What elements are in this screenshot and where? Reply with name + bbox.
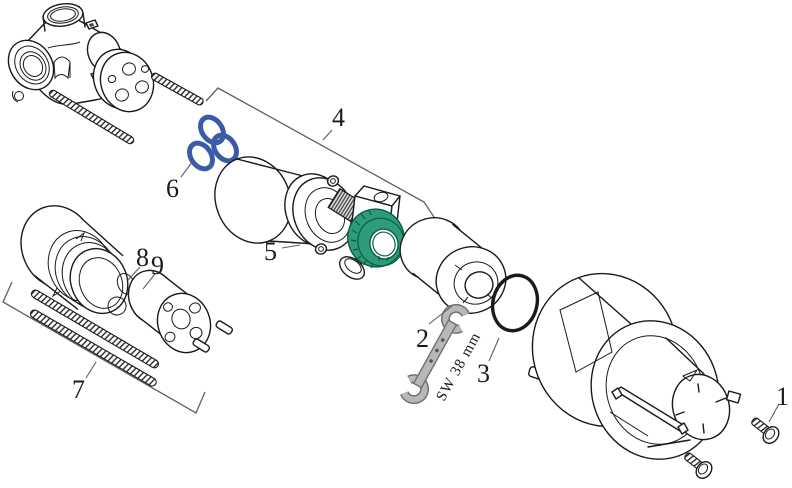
cartridge-ear (314, 243, 328, 255)
o-ring-large (490, 273, 540, 333)
valve-body (7, 3, 155, 113)
cap-screw (684, 452, 713, 479)
cap-screw (751, 417, 780, 444)
callout-8: 8 (136, 243, 149, 272)
callout-2: 2 (416, 324, 429, 353)
extension-sleeve (20, 205, 129, 315)
callout-7: 7 (72, 375, 85, 404)
threaded-rod (48, 89, 135, 145)
stop-sleeve (399, 217, 507, 314)
protective-cap (527, 272, 742, 460)
cartridge-ear (326, 175, 340, 187)
callout-3: 3 (477, 359, 490, 388)
cap-face-window (559, 291, 613, 373)
threaded-rod (150, 72, 204, 106)
cap-inner-cylinder (647, 337, 742, 448)
callout-4: 4 (332, 103, 345, 132)
threaded-rod (29, 309, 157, 387)
callout-6: 6 (166, 174, 179, 203)
cap-hex-stub (725, 390, 742, 404)
valve-top-port (42, 3, 86, 32)
block-pin (192, 338, 211, 353)
wrench-icon (400, 303, 470, 405)
cartridge (214, 156, 401, 255)
callout-1: 1 (776, 382, 789, 411)
cap-bar (609, 386, 689, 437)
bracket-4 (205, 87, 435, 218)
valve-left-port (7, 39, 55, 103)
o-ring-small-lower (107, 296, 127, 316)
bracket-7 (2, 281, 206, 414)
callout-5: 5 (264, 237, 277, 266)
callouts: 1 2 3 4 5 6 7 8 9 (72, 103, 789, 423)
rotation-arrow (75, 231, 86, 242)
rotation-arrow (51, 287, 62, 298)
ring-nut (347, 208, 405, 269)
callout-9: 9 (151, 251, 164, 280)
valve-flange (92, 48, 155, 113)
extension-block (127, 269, 212, 354)
threaded-rod (30, 289, 160, 369)
block-pin (215, 320, 234, 335)
ring-nut-ribs (350, 209, 389, 269)
